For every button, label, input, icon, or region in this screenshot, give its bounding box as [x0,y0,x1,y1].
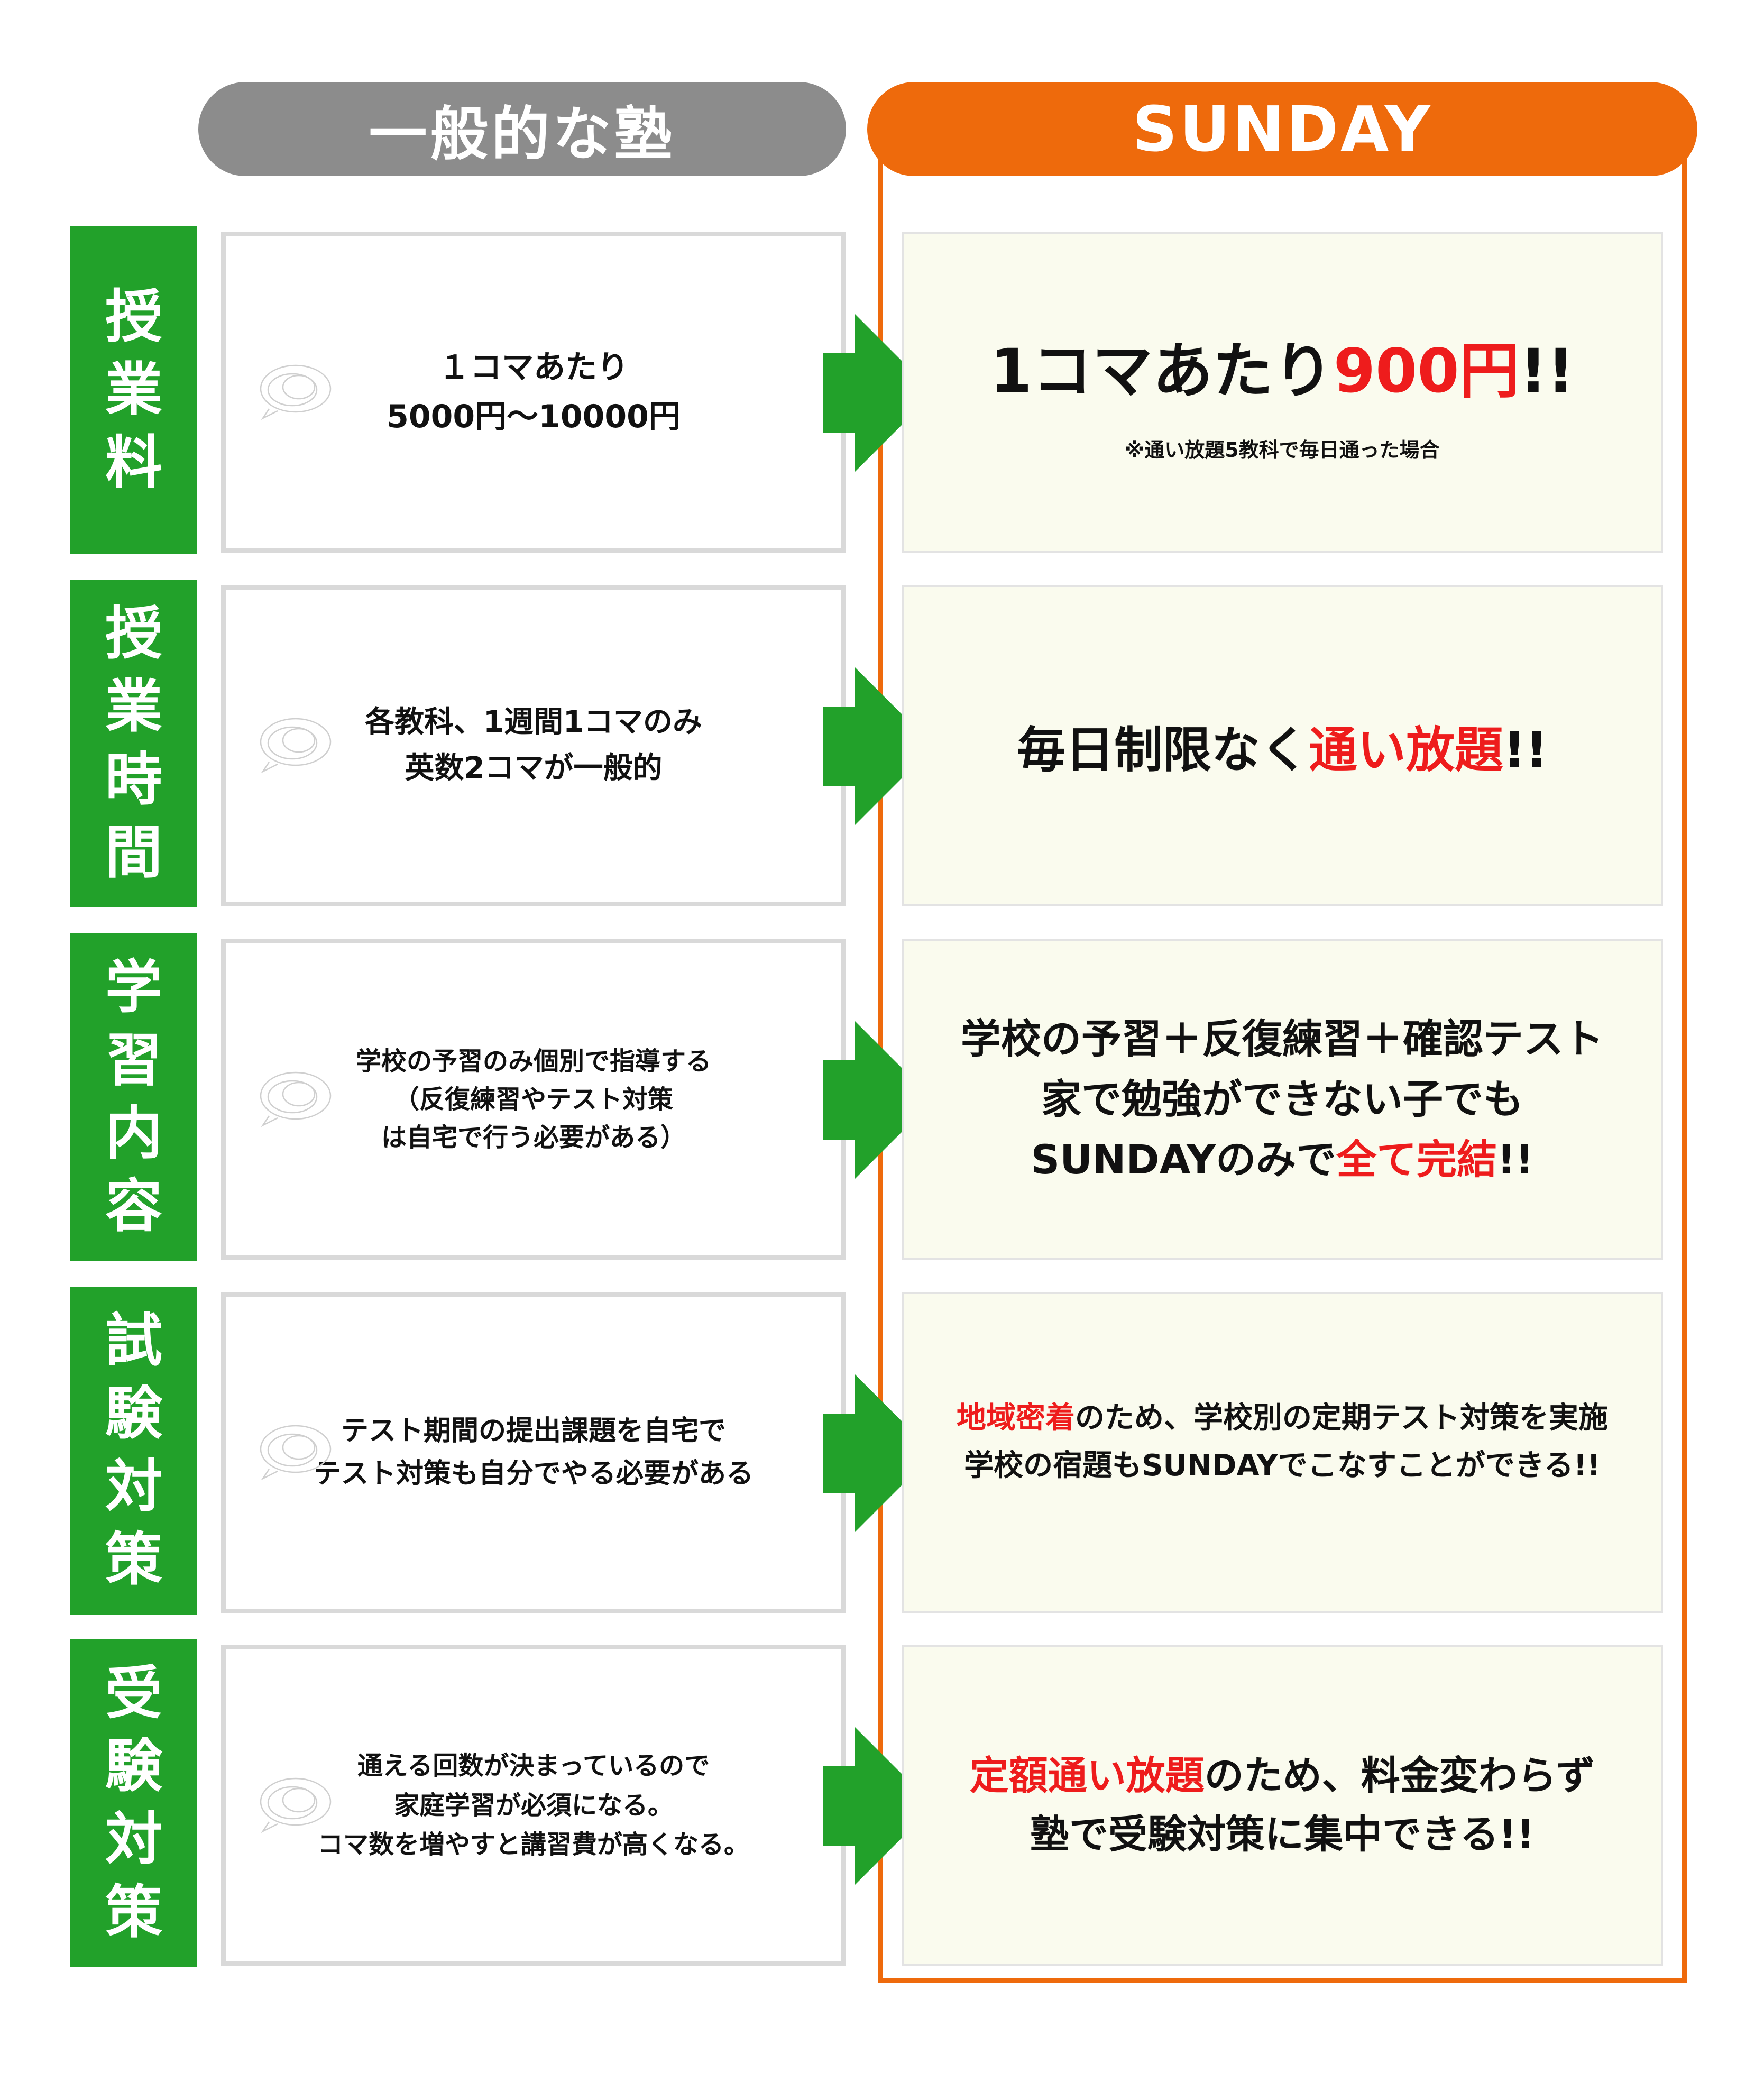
scribble-icon [260,718,332,774]
sunday-box-exam-prep: 地域密着のため、学校別の定期テスト対策を実施 学校の宿題もSUNDAYでこなすこ… [902,1292,1663,1613]
sunday-box-tuition: 1コマあたり900円!! ※通い放題5教科で毎日通った場合 [902,232,1663,553]
general-box-entrance-exam: 通える回数が決まっているので 家庭学習が必須になる。 コマ数を増やすと講習費が高… [221,1645,846,1966]
scribble-icon [260,364,332,420]
tuition-note: ※通い放題5教科で毎日通った場合 [1125,438,1440,462]
general-text-content: 学校の予習のみ個別で指導する （反復練習やテスト対策 は自宅で行う必要がある） [355,1047,711,1152]
sunday-header: SUNDAY [867,82,1697,176]
scribble-icon [260,1777,332,1833]
row-label-content: 学習内容 [70,933,197,1261]
general-text-tuition: １コマあたり 5000円〜10000円 [387,349,681,435]
general-text-entrance-exam: 通える回数が決まっているので 家庭学習が必須になる。 コマ数を増やすと講習費が高… [317,1751,749,1860]
sunday-box-entrance-exam: 定額通い放題のため、料金変わらず 塾で受験対策に集中できる!! [902,1645,1663,1966]
general-box-class-time: 各教科、1週間1コマのみ 英数2コマが一般的 [221,585,846,906]
arrow-right-icon [823,1727,934,1885]
general-text-exam-prep: テスト期間の提出課題を自宅で テスト対策も自分でやる必要がある [313,1415,754,1490]
general-juku-header: 一般的な塾 [198,82,846,176]
general-box-content: 学校の予習のみ個別で指導する （反復練習やテスト対策 は自宅で行う必要がある） [221,939,846,1260]
row-label-class-time: 授業時間 [70,580,197,907]
arrow-right-icon [823,314,934,472]
row-label-tuition: 授業料 [70,226,197,554]
arrow-right-icon [823,667,934,826]
scribble-icon [260,1425,332,1481]
arrow-right-icon [823,1374,934,1533]
general-text-class-time: 各教科、1週間1コマのみ 英数2コマが一般的 [365,705,702,785]
sunday-box-content: 学校の予習＋反復練習＋確認テスト 家で勉強ができない子でも SUNDAYのみで全… [902,939,1663,1260]
row-label-entrance-exam: 受験対策 [70,1639,197,1967]
arrow-right-icon [823,1021,934,1179]
row-label-exam-prep: 試験対策 [70,1287,197,1615]
general-box-exam-prep: テスト期間の提出課題を自宅で テスト対策も自分でやる必要がある [221,1292,846,1613]
general-box-tuition: １コマあたり 5000円〜10000円 [221,232,846,553]
sunday-box-class-time: 毎日制限なく通い放題!! [902,585,1663,906]
scribble-icon [260,1071,332,1127]
